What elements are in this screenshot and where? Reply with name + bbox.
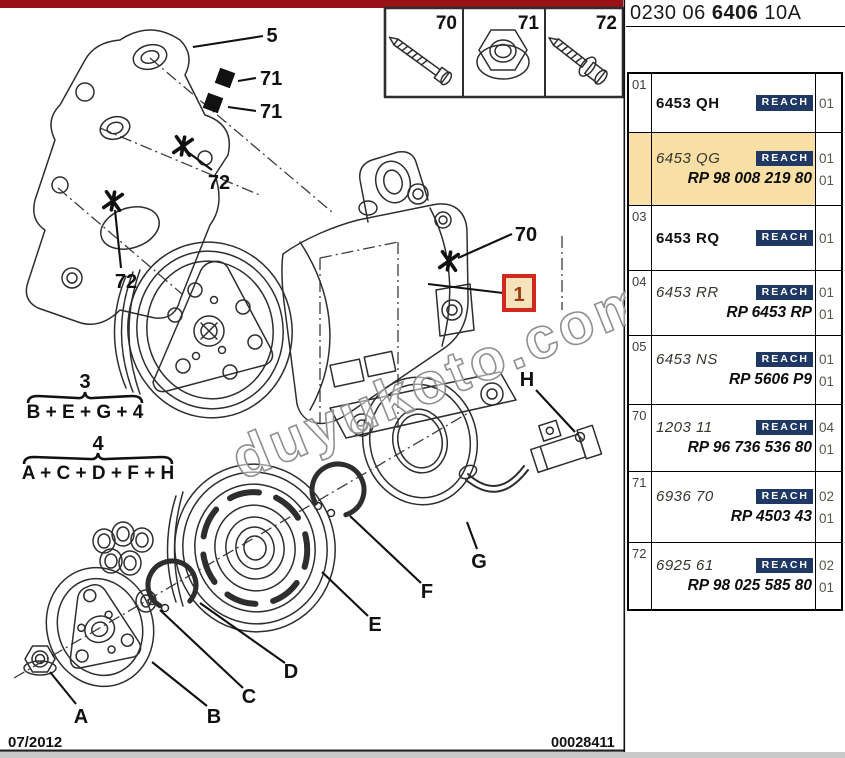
clutch-parts-art [23, 376, 603, 688]
parts-list-panel: 0230 06 6406 10A 01 6453 QH REACH 01 6453… [626, 0, 845, 752]
ref-suffix: 10A [758, 1, 802, 24]
formula-3-number: 3 [79, 371, 90, 393]
formula-3-brace [26, 391, 144, 404]
callout-71b: 71 [260, 101, 282, 123]
formula-4-number: 4 [92, 433, 104, 455]
part-ref: 6453 RR [656, 284, 719, 301]
part-label-a: A [74, 706, 88, 728]
table-row[interactable]: 70 1203 11 REACH RP 96 736 536 80 04 01 [629, 405, 841, 472]
quantity: 01 [819, 284, 835, 300]
row-index: 70 [629, 405, 652, 471]
part-ref: 6925 61 [656, 557, 714, 574]
reach-badge[interactable]: REACH [755, 351, 813, 368]
reach-badge[interactable]: REACH [755, 557, 813, 574]
replacement-ref: RP 98 025 585 80 [687, 577, 812, 594]
formula-4-brace [22, 452, 174, 465]
part-label-c: C [242, 686, 256, 708]
bolt-icon [388, 36, 453, 86]
footer-date: 07/2012 [8, 734, 62, 751]
table-row[interactable]: 72 6925 61 REACH RP 98 025 585 80 02 01 [629, 543, 841, 609]
quantity: 01 [819, 579, 835, 595]
inset-number-70: 70 [436, 13, 457, 34]
top-accent-band [0, 0, 623, 8]
callout-70: 70 [515, 224, 537, 246]
callout-71a: 71 [260, 68, 282, 90]
square-marker-71b [202, 92, 224, 114]
part-label-g: G [471, 551, 487, 573]
row-index: 03 [629, 206, 652, 270]
table-row[interactable]: 01 6453 QH REACH 01 [629, 74, 841, 133]
replacement-ref: RP 96 736 536 80 [687, 439, 812, 456]
quantity: 04 [819, 419, 835, 435]
reach-badge[interactable]: REACH [755, 95, 813, 111]
reach-badge[interactable]: REACH [755, 419, 813, 436]
row-index: 04 [629, 271, 652, 335]
part-ref: 6453 RQ [656, 229, 720, 247]
reach-badge[interactable]: REACH [755, 150, 813, 167]
quantity: 02 [819, 488, 835, 504]
table-row[interactable]: 04 6453 RR REACH RP 6453 RP 01 01 [629, 271, 841, 336]
part-ref: 1203 11 [656, 419, 713, 436]
quantity: 01 [819, 230, 835, 246]
quantity: 01 [819, 95, 835, 111]
quantity: 01 [819, 150, 835, 166]
callout-5: 5 [266, 25, 277, 47]
row-index: 05 [629, 336, 652, 404]
part-label-b: B [207, 706, 221, 728]
inset-number-72: 72 [596, 13, 617, 34]
callout-1-label: 1 [513, 284, 524, 306]
replacement-ref: RP 4503 43 [730, 508, 812, 525]
formula-4-expr: A + C + D + F + H [22, 463, 174, 484]
leader-lines [49, 34, 576, 707]
quantity: 01 [819, 172, 835, 188]
flange-nut-icon [476, 29, 530, 80]
reach-badge[interactable]: REACH [755, 230, 813, 246]
row-index: 71 [629, 472, 652, 542]
row-index: 72 [629, 543, 652, 609]
quantity: 01 [819, 351, 835, 367]
callout-1-box[interactable]: 1 [502, 274, 536, 312]
part-ref: 6453 NS [656, 351, 718, 368]
replacement-ref: RP 5606 P9 [728, 371, 812, 388]
part-ref: 6936 70 [656, 488, 714, 505]
assembly-axis-lines [13, 57, 563, 679]
quantity: 01 [819, 373, 835, 389]
table-row-highlighted[interactable]: 6453 QG REACH RP 98 008 219 80 01 01 [629, 133, 841, 206]
callout-72b: 72 [115, 271, 137, 293]
square-marker-71a [214, 67, 236, 89]
quantity: 02 [819, 557, 835, 573]
replacement-ref: RP 98 008 219 80 [687, 170, 812, 187]
part-label-d: D [284, 661, 298, 683]
row-index [629, 133, 652, 205]
ref-main: 6406 [711, 1, 759, 24]
inset-number-71: 71 [518, 13, 540, 34]
quantity: 01 [819, 510, 835, 526]
bottom-edge-strip [0, 752, 845, 758]
reach-badge[interactable]: REACH [755, 488, 813, 505]
quantity: 01 [819, 441, 835, 457]
reach-badge[interactable]: REACH [755, 284, 813, 301]
parts-table: 01 6453 QH REACH 01 6453 QG REACH RP 98 008… [627, 72, 843, 611]
fastener-inset-box [383, 6, 625, 99]
table-row[interactable]: 05 6453 NS REACH RP 5606 P9 01 01 [629, 336, 841, 405]
table-row[interactable]: 03 6453 RQ REACH 01 [629, 206, 841, 271]
catalog-reference-title: 0230 06 6406 10A [626, 0, 845, 27]
asterisk-markers [101, 134, 461, 273]
replacement-ref: RP 6453 RP [726, 304, 812, 321]
ref-prefix: 0230 06 [630, 1, 712, 24]
quantity: 01 [819, 306, 835, 322]
part-label-f: F [421, 581, 433, 603]
row-index: 01 [629, 74, 652, 132]
table-row[interactable]: 71 6936 70 REACH RP 4503 43 02 01 [629, 472, 841, 543]
hex-screw-icon [548, 37, 608, 85]
part-label-e: E [368, 614, 381, 636]
callout-72a: 72 [208, 172, 230, 194]
exploded-diagram: duyukoto.com [0, 0, 626, 752]
footer-doc-number: 00028411 [551, 735, 615, 751]
part-ref: 6453 QH [656, 94, 720, 112]
part-ref: 6453 QG [656, 150, 721, 167]
part-label-h: H [520, 369, 534, 391]
formula-3-expr: B + E + G + 4 [27, 402, 144, 423]
